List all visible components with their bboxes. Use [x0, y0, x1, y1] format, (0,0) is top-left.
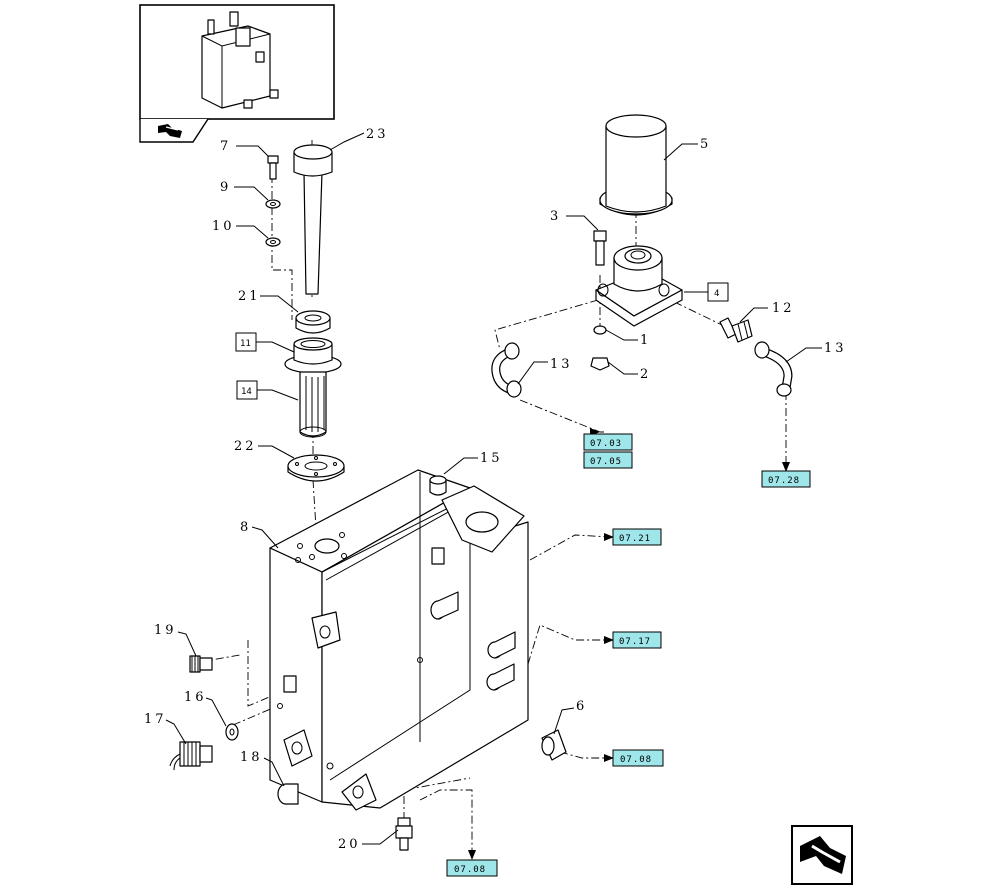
svg-text:11: 11 [240, 339, 251, 349]
callout-3: 3 [550, 209, 561, 224]
filler-neck-part-11[interactable] [284, 337, 342, 374]
ref-link-07-28[interactable]: 07.28 [761, 470, 811, 488]
svg-text:14: 14 [241, 387, 252, 397]
svg-text:07.05: 07.05 [590, 457, 622, 467]
filter-cartridge-part-5[interactable] [599, 114, 673, 216]
boxed-callout-11: 11 [235, 332, 257, 352]
callout-numbers: 7 9 10 23 21 22 8 15 5 3 1 2 13 12 13 19… [144, 127, 847, 852]
thumbnail-tab[interactable] [139, 118, 209, 143]
ref-link-07-21[interactable]: 07.21 [612, 528, 662, 546]
plug-part-18[interactable] [277, 783, 299, 805]
callout-1: 1 [640, 333, 651, 348]
filter-head-part-4[interactable] [595, 245, 683, 327]
ref-link-07-08-right[interactable]: 07.08 [612, 749, 664, 767]
callout-13-right: 13 [824, 341, 847, 356]
strainer-part-14[interactable] [299, 371, 327, 438]
hydraulic-tank-part-8[interactable] [269, 469, 529, 811]
svg-text:07.08: 07.08 [454, 865, 486, 875]
drain-fitting-part-20[interactable] [395, 817, 413, 851]
ref-link-07-17[interactable]: 07.17 [612, 631, 662, 649]
svg-text:4: 4 [714, 289, 719, 299]
washer-part-10[interactable] [265, 237, 281, 247]
callout-20: 20 [338, 837, 361, 852]
washer-part-1[interactable] [593, 325, 607, 335]
ref-link-07-08-bottom[interactable]: 07.08 [446, 859, 498, 877]
bolt-part-3[interactable] [593, 230, 607, 266]
callout-17: 17 [144, 712, 167, 727]
pipe-part-13-left[interactable] [491, 342, 522, 398]
sensor-part-17[interactable] [169, 741, 213, 771]
reference-arrows [468, 428, 790, 860]
fitting-part-19[interactable] [189, 655, 213, 673]
boxed-callout-4: 4 [707, 282, 729, 302]
callout-16: 16 [184, 690, 207, 705]
ref-link-07-05[interactable]: 07.05 [583, 451, 633, 469]
boxed-callout-14: 14 [236, 380, 258, 400]
callout-5: 5 [700, 137, 711, 152]
callout-7: 7 [220, 139, 231, 154]
callout-22: 22 [234, 439, 257, 454]
ring-part-21[interactable] [295, 310, 331, 334]
callout-19: 19 [154, 623, 177, 638]
bolt-part-7[interactable] [267, 155, 279, 180]
sleeve-part-15[interactable] [429, 475, 447, 565]
svg-text:07.21: 07.21 [619, 534, 651, 544]
callout-8: 8 [240, 520, 251, 535]
nav-arrow-small-icon [158, 124, 182, 138]
callout-12: 12 [772, 301, 795, 316]
ref-link-07-03[interactable]: 07.03 [583, 433, 633, 451]
fitting-part-12[interactable] [719, 317, 753, 343]
leader-lines [165, 132, 822, 845]
callout-21: 21 [238, 289, 261, 304]
pipe-part-13-right[interactable] [754, 341, 793, 397]
gasket-part-22[interactable] [287, 454, 345, 482]
nut-part-2[interactable] [590, 357, 610, 371]
callout-2: 2 [640, 367, 651, 382]
svg-text:07.03: 07.03 [590, 439, 622, 449]
callout-18: 18 [240, 750, 263, 765]
svg-text:07.17: 07.17 [619, 637, 651, 647]
washer-part-9[interactable] [265, 199, 281, 209]
callout-10: 10 [212, 219, 235, 234]
assembly-thumbnail[interactable] [139, 4, 335, 120]
next-page-button[interactable] [791, 825, 853, 885]
callout-6: 6 [576, 699, 587, 714]
dipstick-cap-part-23[interactable] [293, 144, 333, 295]
svg-text:07.28: 07.28 [768, 476, 800, 486]
next-page-arrow-icon [800, 836, 846, 874]
fitting-part-6[interactable] [541, 729, 567, 761]
svg-text:07.08: 07.08 [620, 755, 652, 765]
callout-23: 23 [366, 127, 389, 142]
callout-9: 9 [220, 180, 231, 195]
callout-15: 15 [480, 451, 503, 466]
callout-13-left: 13 [550, 357, 573, 372]
washer-part-16[interactable] [225, 723, 239, 741]
